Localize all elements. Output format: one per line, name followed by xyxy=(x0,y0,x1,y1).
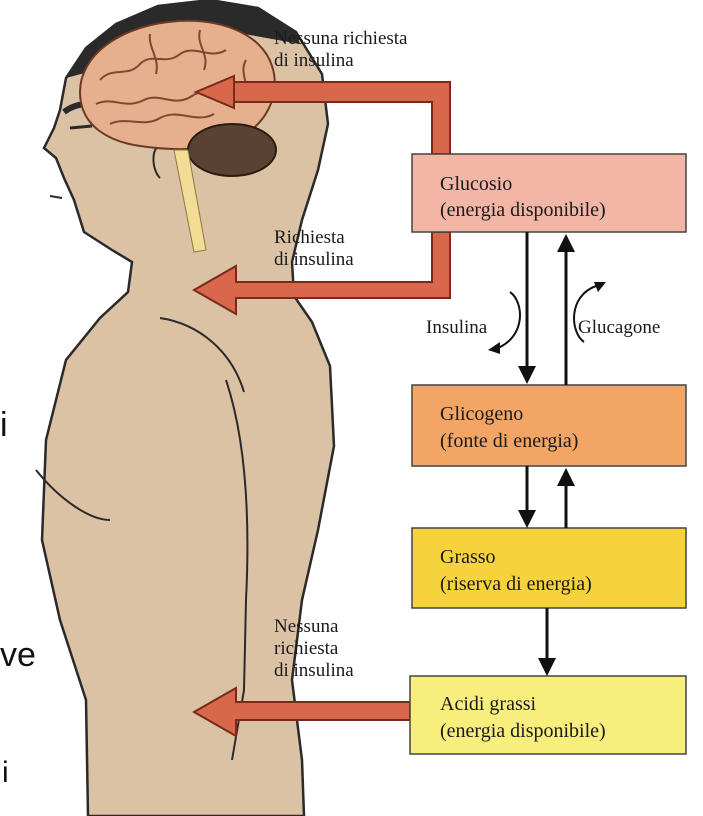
box-glicogeno: Glicogeno (fonte di energia) xyxy=(412,385,686,466)
box-acidi-grassi: Acidi grassi (energia disponibile) xyxy=(410,676,686,754)
insulina-curve-path xyxy=(498,292,520,348)
label-brain-arrow: Nessuna richiesta di insulina xyxy=(274,28,408,71)
label-line: Richiesta xyxy=(274,227,345,248)
background-text-fragment: ve xyxy=(0,636,36,674)
arrowhead-down xyxy=(518,366,536,384)
arrow-from-fatty-acids xyxy=(194,688,410,736)
label-line: Nessuna richiesta xyxy=(274,28,408,49)
label-line: di insulina xyxy=(274,660,354,681)
label-line: di insulina xyxy=(274,249,354,270)
label-body-arrow: Richiesta di insulina xyxy=(274,227,354,270)
box-glicogeno-title: Glicogeno xyxy=(440,403,523,425)
arrowhead-down xyxy=(538,658,556,676)
label-glucagone: Glucagone xyxy=(578,317,660,338)
box-acidi-subtitle: (energia disponibile) xyxy=(440,720,606,742)
arrowhead-down xyxy=(518,510,536,528)
background-text-fragment: i xyxy=(2,756,9,789)
box-glucosio-title: Glucosio xyxy=(440,173,512,195)
background-text-fragment: i xyxy=(0,406,8,444)
label-line: di insulina xyxy=(274,50,354,71)
box-grasso-subtitle: (riserva di energia) xyxy=(440,573,592,595)
box-glicogeno-subtitle: (fonte di energia) xyxy=(440,430,578,452)
insulina-curve-head xyxy=(488,342,500,354)
arrow-fat-shape xyxy=(194,688,410,736)
box-grasso-rect xyxy=(412,528,686,608)
box-glucosio-subtitle: (energia disponibile) xyxy=(440,199,606,221)
label-line: richiesta xyxy=(274,638,339,659)
box-grasso: Grasso (riserva di energia) xyxy=(412,528,686,608)
mouth xyxy=(50,196,62,198)
label-line: Nessuna xyxy=(274,616,339,637)
insulina-curve xyxy=(488,292,520,354)
cerebellum xyxy=(188,124,276,176)
eye xyxy=(70,126,92,128)
label-insulina: Insulina xyxy=(426,317,488,338)
box-glucosio: Glucosio (energia disponibile) xyxy=(412,154,686,232)
box-acidi-rect xyxy=(410,676,686,754)
arrowhead-up xyxy=(557,234,575,252)
box-glicogeno-rect xyxy=(412,385,686,466)
box-acidi-title: Acidi grassi xyxy=(440,693,537,715)
arrowhead-up xyxy=(557,468,575,486)
label-fat-arrow: Nessuna richiesta di insulina xyxy=(274,616,354,681)
box-grasso-title: Grasso xyxy=(440,546,496,568)
